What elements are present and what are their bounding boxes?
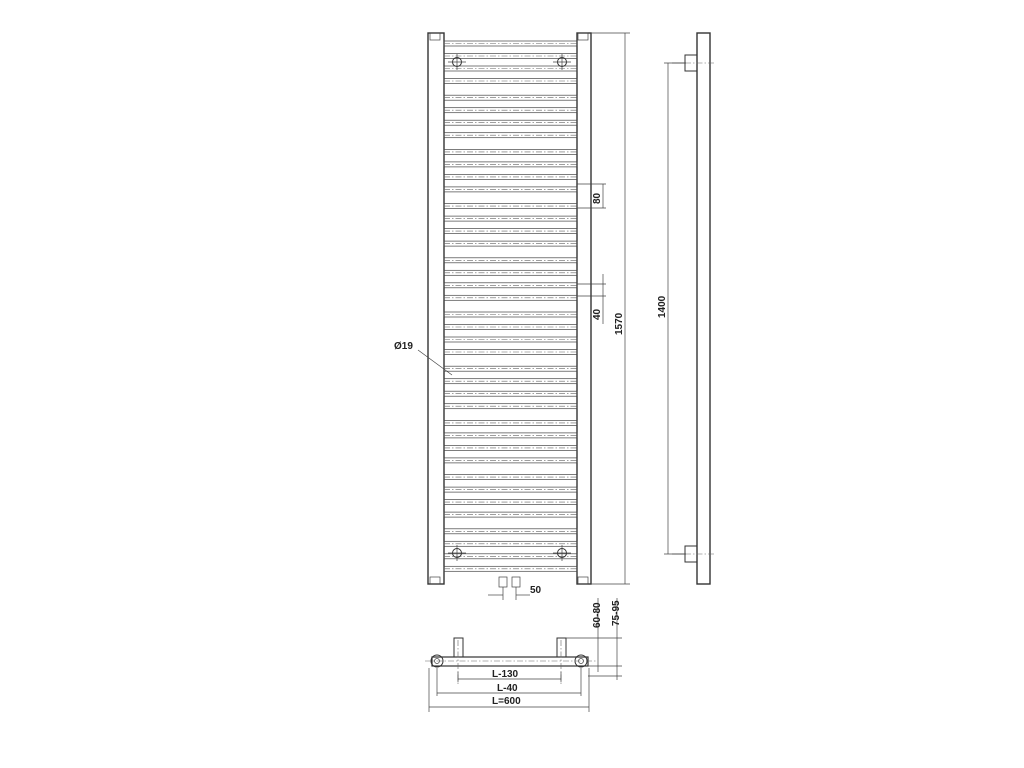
right-rail xyxy=(576,32,592,585)
gap-dimension: 40 xyxy=(577,274,606,324)
right-top-cap xyxy=(577,32,589,41)
diameter-callout: Ø19 xyxy=(394,341,453,376)
tube-groups xyxy=(443,40,578,572)
width-axis-label: L-40 xyxy=(497,683,518,694)
width-inner-label: L-130 xyxy=(492,669,519,680)
side-profile-bar xyxy=(696,32,711,585)
total-height-label: 1570 xyxy=(614,312,625,335)
left-rail xyxy=(427,32,445,585)
axis-height-label: 1400 xyxy=(657,295,668,318)
pitch-label: 80 xyxy=(592,192,603,204)
diameter-label: Ø19 xyxy=(394,341,413,352)
pitch-dimension: 80 xyxy=(577,183,606,209)
depth-max-label: 75-95 xyxy=(611,600,622,626)
total-height-dimension: 1570 xyxy=(591,32,630,585)
pipe-offset-label: 50 xyxy=(530,585,542,596)
width-total-label: L=600 xyxy=(492,696,521,707)
mounting-holes xyxy=(448,54,571,561)
top-bracket-right xyxy=(556,637,567,658)
left-top-cap xyxy=(429,32,441,41)
top-bracket-left xyxy=(453,637,464,658)
top-tube xyxy=(431,656,589,667)
front-view: 50 Ø19 80 40 1570 xyxy=(394,32,630,600)
side-view: 1400 xyxy=(657,32,716,585)
top-view: 60-80 75-95 L-130 L-40 L=600 xyxy=(425,598,622,712)
depth-min-label: 60-80 xyxy=(592,602,603,628)
valve-connections: 50 xyxy=(488,576,542,600)
gap-label: 40 xyxy=(592,308,603,320)
right-bottom-cap xyxy=(577,576,589,585)
left-bottom-cap xyxy=(429,576,441,585)
